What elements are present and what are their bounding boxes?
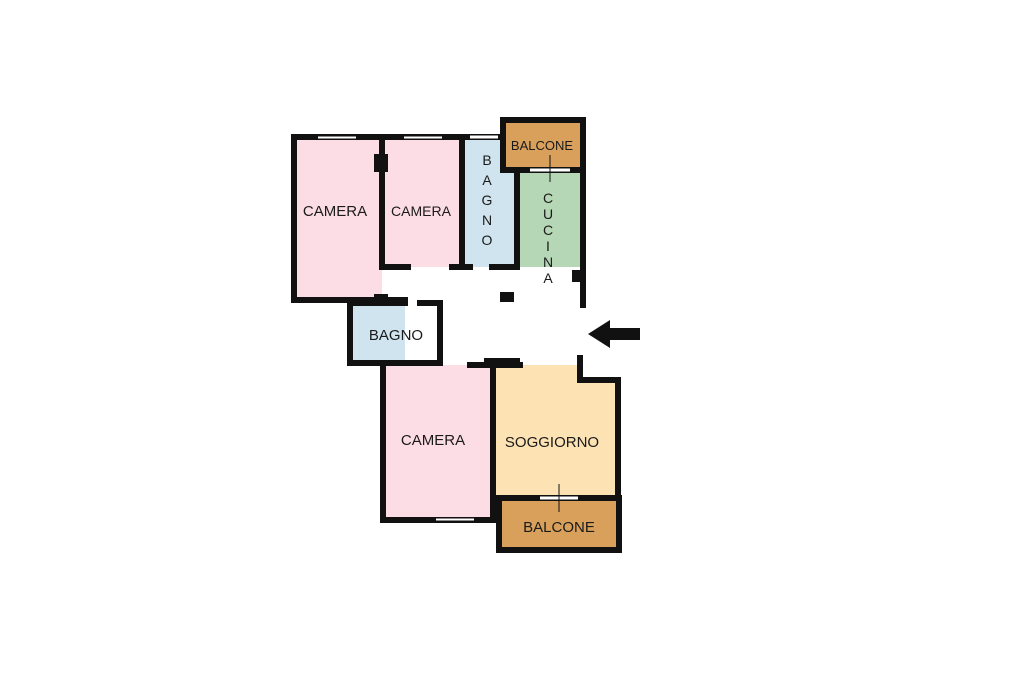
entrance-arrow-icon: [588, 320, 640, 348]
label-balcone-1: BALCONE: [511, 138, 573, 153]
label-camera-3: CAMERA: [401, 432, 465, 449]
room-soggiorno: [495, 365, 618, 496]
room-balcone-1: [503, 120, 583, 168]
label-bagno-2: BAGNO: [369, 327, 423, 344]
room-camera-1: [294, 137, 382, 300]
corridor: [405, 267, 581, 365]
windows: [318, 135, 578, 522]
label-camera-1: CAMERA: [303, 203, 367, 220]
room-camera-3: [383, 365, 493, 520]
room-camera-2: [384, 137, 462, 267]
label-camera-2: CAMERA: [391, 203, 452, 219]
label-soggiorno: SOGGIORNO: [505, 434, 599, 451]
label-balcone-2: BALCONE: [523, 519, 595, 536]
